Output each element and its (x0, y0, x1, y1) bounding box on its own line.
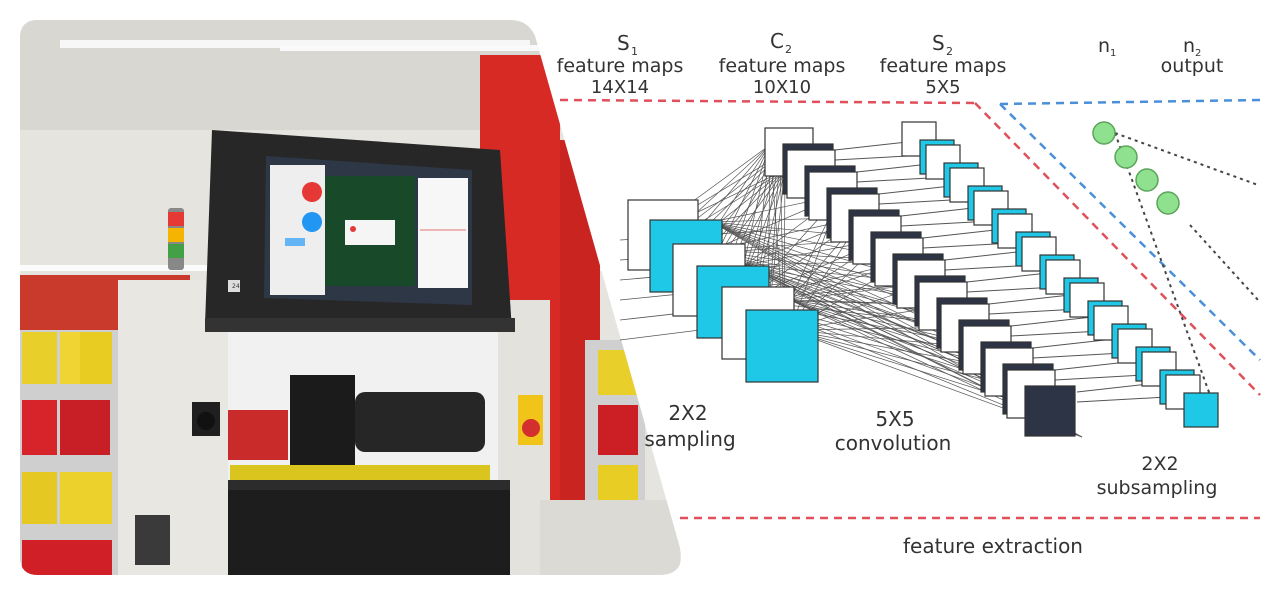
n1-node-1 (1092, 121, 1116, 145)
label-s1-line1: feature maps (557, 55, 684, 77)
connection-line (1076, 396, 1168, 403)
signal-tower-light (168, 208, 184, 270)
n1-nodes (1092, 121, 1259, 396)
label-s1-sub: 1 (631, 45, 638, 58)
label-c2-sub: 2 (785, 43, 792, 56)
dashed-diag-blue (999, 103, 1261, 361)
s2-feature-maps (901, 121, 1219, 428)
label-s2: S 2 feature maps 5X5 (880, 31, 1007, 98)
sampling-label-b: sampling (644, 427, 735, 451)
convolution-label-a: 5X5 (875, 407, 914, 431)
s2-map-cyan-12 (1183, 392, 1219, 428)
label-s2-sub: 2 (946, 45, 953, 58)
n1-node-4 (1156, 191, 1180, 215)
connection-line (1054, 374, 1146, 381)
label-c2: C 2 feature maps 10X10 (719, 29, 846, 98)
n1-node-2 (1114, 145, 1138, 169)
connection-line (1010, 315, 1102, 327)
connection-line (1010, 330, 1102, 337)
s1-map-6 (745, 309, 819, 383)
storage-shelves-left (20, 330, 120, 575)
subsampling-label-a: 2X2 (1141, 453, 1178, 475)
label-s1: S 1 feature maps 14X14 (557, 31, 684, 98)
label-n1: n 1 (1098, 35, 1116, 59)
label-c2-line1: feature maps (719, 55, 846, 77)
dashed-top-blue (999, 98, 1261, 106)
label-c2-letter: C (770, 29, 784, 53)
label-n1-letter: n (1098, 35, 1110, 57)
c2-map-dark-12 (1024, 385, 1076, 437)
s2-map-white-6 (1021, 236, 1057, 272)
s1-feature-maps (627, 199, 819, 383)
connection-line (1032, 352, 1124, 359)
convolution-label-b: convolution (835, 431, 952, 455)
feature-extraction-label: feature extraction (903, 534, 1083, 558)
label-s2-line2: 5X5 (925, 77, 960, 98)
label-n1-sub: 1 (1110, 48, 1116, 59)
label-n2-letter: n (1183, 35, 1195, 57)
label-c2-line2: 10X10 (753, 77, 811, 98)
n1-node-3 (1135, 168, 1159, 192)
label-s2-line1: feature maps (880, 55, 1007, 77)
label-s1-letter: S (617, 31, 630, 55)
label-n2-sub: 2 (1195, 48, 1201, 59)
c2-feature-maps (764, 127, 1076, 437)
label-n2: n 2 output (1161, 35, 1224, 77)
machine-badge: 24 (232, 283, 240, 290)
subsampling-label-b: subsampling (1097, 477, 1218, 499)
machine-body (118, 280, 680, 575)
dashed-top-red (559, 98, 976, 105)
sampling-label-a: 2X2 (668, 401, 707, 425)
label-s1-line2: 14X14 (591, 77, 649, 98)
label-s2-letter: S (932, 31, 945, 55)
label-n2-line1: output (1161, 55, 1224, 77)
dashed-diag-red (974, 102, 1261, 396)
monitor-screen (264, 156, 472, 305)
